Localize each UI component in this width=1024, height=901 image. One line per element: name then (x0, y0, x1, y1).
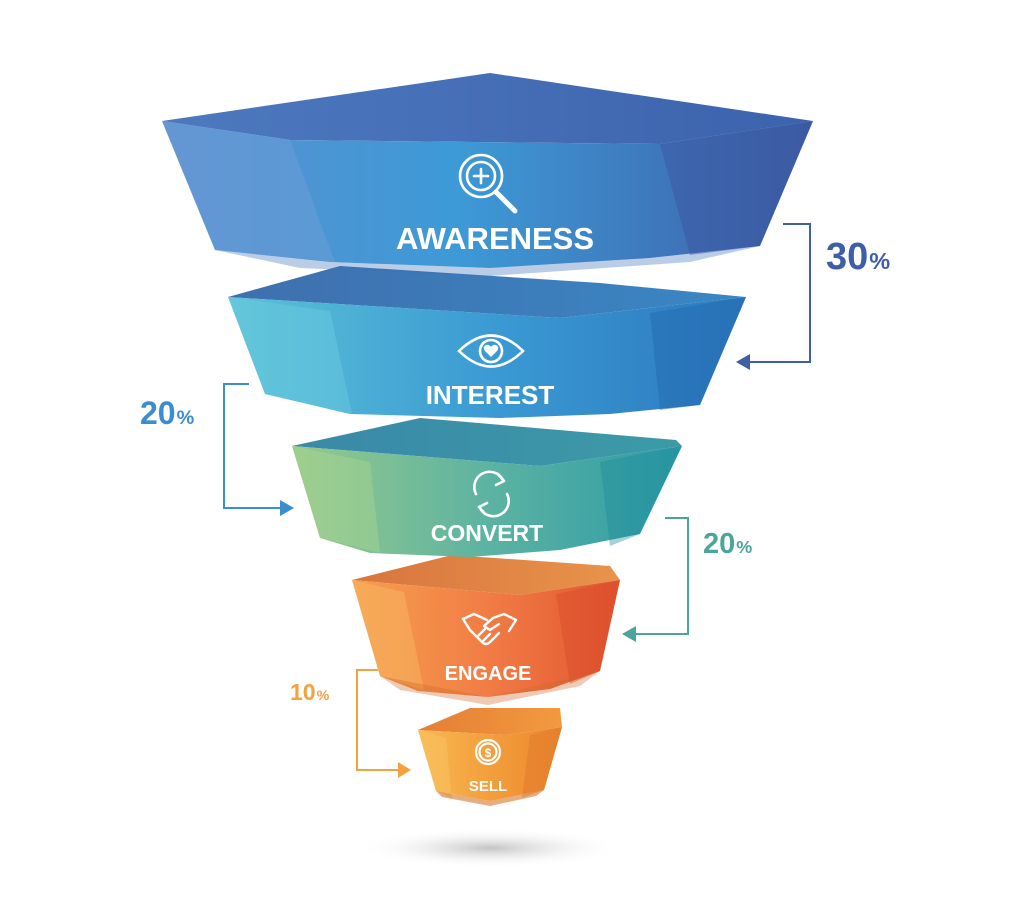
dollar-coin-icon: $ (474, 738, 502, 766)
percent-value: 20 (140, 395, 176, 431)
stage-label-interest: INTEREST (426, 380, 555, 410)
percent-value: 30 (826, 236, 869, 278)
stage-label-convert: CONVERT (431, 520, 543, 546)
stage-label-awareness: AWARENESS (396, 221, 594, 256)
stage-sell (418, 708, 562, 806)
transition-percent-engage-sell: 10% (290, 681, 329, 704)
eye-heart-icon (457, 334, 525, 368)
percent-sign: % (176, 407, 195, 429)
connector-interest-convert (223, 383, 294, 516)
svg-text:$: $ (485, 746, 492, 760)
magnifier-plus-icon (458, 153, 518, 214)
stage-awareness (162, 73, 813, 276)
percent-sign: % (316, 688, 330, 704)
refresh-arrows-icon (473, 470, 510, 518)
stage-label-sell: SELL (469, 778, 507, 795)
transition-percent-convert-engage: 20% (703, 530, 752, 559)
percent-value: 10 (290, 679, 316, 705)
percent-sign: % (869, 248, 891, 274)
percent-value: 20 (703, 528, 736, 560)
funnel-shadow (355, 828, 625, 868)
handshake-icon (461, 612, 518, 646)
transition-percent-interest-convert: 20% (140, 397, 194, 429)
stage-label-engage: ENGAGE (445, 663, 532, 685)
stage-convert (292, 418, 682, 557)
connector-engage-sell (356, 669, 411, 778)
stage-interest (228, 266, 746, 418)
percent-sign: % (736, 537, 753, 557)
transition-percent-awareness-interest: 30% (826, 238, 890, 276)
connector-awareness-interest (736, 223, 811, 370)
connector-convert-engage (622, 517, 689, 642)
